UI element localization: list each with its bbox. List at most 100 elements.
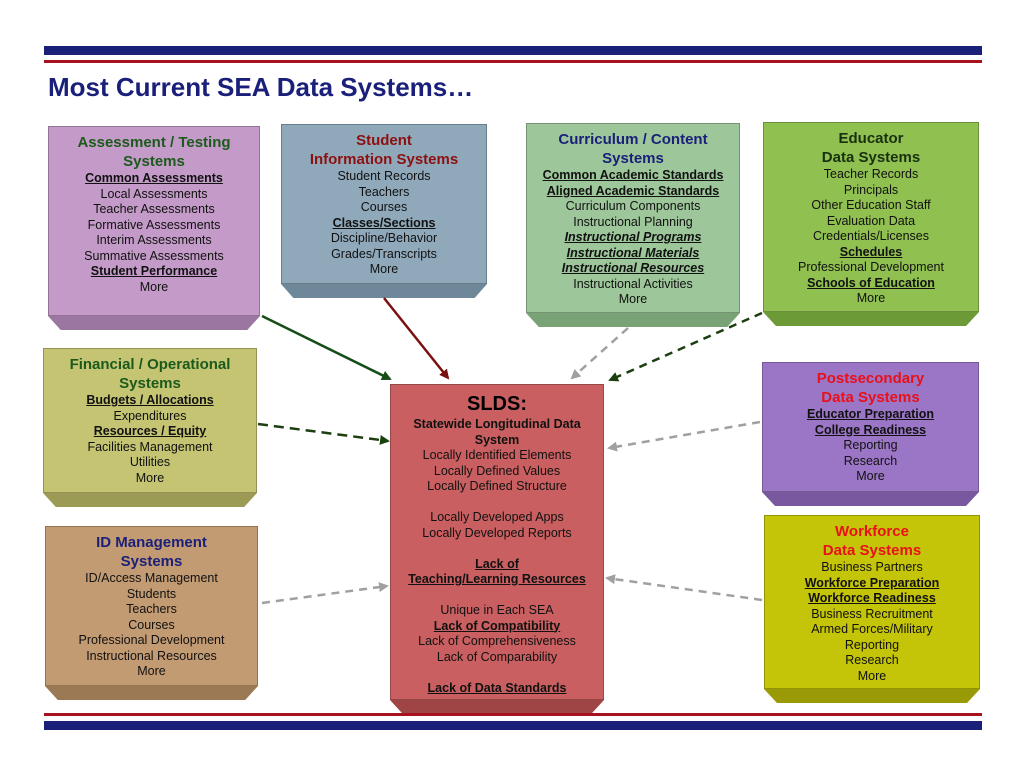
- box-item: Student Records: [282, 169, 486, 185]
- box-item: Teacher Records: [764, 167, 978, 183]
- box-heading-line: Systems: [123, 153, 185, 170]
- box-item-text: More: [618, 292, 648, 306]
- box-item-text: Summative Assessments: [84, 248, 224, 263]
- box-heading-line: Data Systems: [822, 542, 922, 559]
- box-item-text: Locally Defined Values: [433, 463, 561, 478]
- box-item: Teachers: [46, 602, 257, 618]
- arrow-curriculum-to-slds: [570, 327, 629, 380]
- box-item: Evaluation Data: [764, 214, 978, 230]
- box-item-text: Common Assessments: [85, 171, 223, 185]
- box-item: Interim Assessments: [49, 233, 259, 249]
- box-item: Courses: [46, 618, 257, 634]
- box-item: Instructional Resources: [527, 261, 739, 277]
- box-item: Instructional Programs: [527, 230, 739, 246]
- box-item: Business Recruitment: [765, 607, 979, 623]
- box-item-text: Unique in Each SEA: [440, 603, 554, 617]
- box-item-text: Schools of Education: [807, 275, 935, 290]
- box-item: Reporting: [763, 438, 978, 454]
- box-item: Locally Defined Values: [391, 464, 603, 480]
- box-item: More: [46, 664, 257, 680]
- box-item: Lack of Data Standards: [391, 681, 603, 697]
- box-heading-line: Postsecondary: [816, 370, 925, 387]
- box-item: Research: [765, 653, 979, 669]
- box-item-text: Business Partners: [821, 560, 923, 574]
- box-item: Business Partners: [765, 560, 979, 576]
- box-item-text: More: [137, 664, 166, 678]
- arrow-financial-to-slds: [257, 422, 390, 445]
- box-item: Principals: [764, 183, 978, 199]
- box-item-text: Resources / Equity: [93, 424, 207, 438]
- box-item: Other Education Staff: [764, 198, 978, 214]
- box-item: Local Assessments: [49, 187, 259, 203]
- box-item-text: Classes/Sections: [332, 215, 436, 230]
- box-item: More: [763, 469, 978, 485]
- box-item: Expenditures: [44, 409, 256, 425]
- box-item: Common Assessments: [49, 171, 259, 187]
- box-item: Formative Assessments: [49, 218, 259, 234]
- box-item-text: More: [857, 668, 887, 683]
- box-item-text: Locally Identified Elements: [422, 448, 572, 462]
- box-heading-line: Educator: [838, 130, 904, 147]
- arrow-educator-to-slds: [608, 311, 763, 382]
- bottom-navy-rule: [44, 721, 982, 730]
- top-navy-rule: [44, 46, 982, 55]
- box-item-text: Educator Preparation: [806, 407, 935, 421]
- box-item-text: Lack of Data Standards: [427, 680, 567, 695]
- box-item-text: Lack of Comprehensiveness: [418, 634, 576, 648]
- box-item-text: Courses: [128, 617, 175, 632]
- box-item: More: [282, 262, 486, 278]
- box-item-text: Lack of Compatibility: [433, 618, 561, 633]
- box-item: Student Performance: [49, 264, 259, 280]
- box-item-text: Common Academic Standards: [542, 168, 724, 182]
- box-item: More: [49, 280, 259, 296]
- box-item-text: Locally Developed Apps: [430, 510, 564, 524]
- box-heading-line: Assessment / Testing: [77, 134, 231, 151]
- box-item-text: Business Recruitment: [811, 606, 933, 621]
- box-item: Reporting: [765, 638, 979, 654]
- box-item: Locally Developed Apps: [391, 510, 603, 526]
- box-item: Summative Assessments: [49, 249, 259, 265]
- box-item-text: Instructional Materials: [566, 245, 700, 260]
- box-item-text: Discipline/Behavior: [330, 231, 438, 245]
- box-heading-line: Systems: [602, 150, 664, 167]
- box-item: Lack of Compatibility: [391, 619, 603, 635]
- arrow-assessment-to-slds: [261, 314, 392, 381]
- box-item-text: Teacher Assessments: [93, 202, 215, 216]
- box-heading-line: Workforce: [835, 523, 909, 540]
- box-item-text: More: [856, 469, 885, 483]
- box-item: Workforce Readiness: [765, 591, 979, 607]
- box-item: Lack of: [391, 557, 603, 573]
- page-title: Most Current SEA Data Systems…: [48, 72, 474, 102]
- box-item: More: [764, 291, 978, 307]
- arrow-postsecondary-to-slds: [607, 420, 761, 452]
- box-item-text: Facilities Management: [87, 439, 213, 454]
- box-item-text: ID/Access Management: [85, 571, 218, 585]
- box-item: Curriculum Components: [527, 199, 739, 215]
- box-item-text: More: [369, 262, 399, 276]
- bottom-red-rule: [44, 713, 982, 716]
- box-item: Locally Developed Reports: [391, 526, 603, 542]
- box-heading-line: Curriculum / Content: [558, 131, 708, 148]
- box-item: Common Academic Standards: [527, 168, 739, 184]
- box-item: Locally Defined Structure: [391, 479, 603, 495]
- box-item-text: Locally Defined Structure: [427, 479, 567, 493]
- box-item: Classes/Sections: [282, 216, 486, 232]
- box-item: Grades/Transcripts: [282, 247, 486, 263]
- box-item: Utilities: [44, 455, 256, 471]
- arrow-student-to-slds: [383, 297, 450, 380]
- box-item: Budgets / Allocations: [44, 393, 256, 409]
- box-item: More: [765, 669, 979, 685]
- box-item: Teaching/Learning Resources: [391, 572, 603, 588]
- box-item-text: Instructional Programs: [564, 230, 702, 244]
- box-heading-line: Systems: [119, 375, 181, 392]
- box-item: Courses: [282, 200, 486, 216]
- box-item: Facilities Management: [44, 440, 256, 456]
- box-item-text: Instructional Resources: [561, 261, 705, 275]
- box-item-text: More: [139, 279, 169, 294]
- box-item: Discipline/Behavior: [282, 231, 486, 247]
